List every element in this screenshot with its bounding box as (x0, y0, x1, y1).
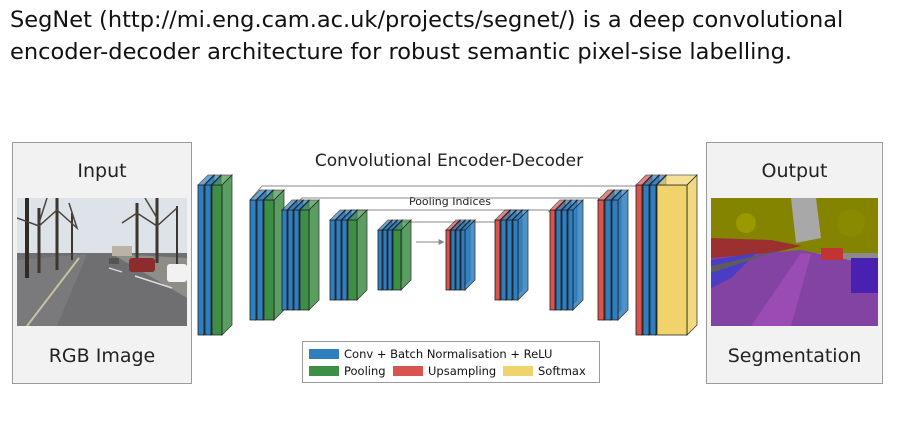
input-road-image (17, 198, 187, 326)
pooling-layer (392, 219, 412, 291)
softmax-layer (656, 174, 698, 336)
intro-paragraph: SegNet (http://mi.eng.cam.ac.uk/projects… (10, 7, 844, 65)
conv-layer (611, 189, 629, 321)
legend-swatch-pooling (309, 366, 339, 376)
pooling-layer (347, 209, 368, 301)
segmentation-image (711, 198, 878, 326)
pooling-layer (263, 189, 285, 321)
legend-swatch-conv (309, 349, 339, 359)
pooling-indices-label: Pooling Indices (409, 195, 491, 208)
legend-label-upsampling: Upsampling (428, 364, 497, 378)
input-caption: RGB Image (48, 345, 156, 367)
pooling-layer (211, 174, 233, 336)
legend: Conv + Batch Normalisation + ReLU Poolin… (302, 341, 600, 383)
encoder-decoder-diagram: Convolutional Encoder-Decoder Pooling In… (197, 151, 698, 336)
legend-label-softmax: Softmax (538, 364, 586, 378)
pooling-layer (299, 199, 320, 311)
input-panel: Input RGB Imag (12, 142, 192, 384)
output-panel: Output Segmentation (706, 142, 883, 384)
legend-label-pooling: Pooling (344, 364, 386, 378)
output-title: Output (761, 160, 828, 182)
conv-layer (512, 209, 529, 301)
legend-label-conv: Conv + Batch Normalisation + ReLU (344, 347, 553, 361)
legend-item-pooling: Pooling (309, 364, 386, 378)
legend-item-softmax: Softmax (503, 364, 586, 378)
output-caption: Segmentation (727, 345, 862, 367)
conv-layer (567, 199, 584, 311)
conv-layer (460, 219, 476, 291)
legend-swatch-softmax (503, 366, 533, 376)
legend-item-upsampling: Upsampling (393, 364, 496, 378)
layer-blocks (197, 174, 698, 336)
architecture-title: Convolutional Encoder-Decoder (315, 151, 583, 171)
legend-swatch-upsampling (393, 366, 423, 376)
legend-item-conv: Conv + Batch Normalisation + ReLU (309, 347, 552, 361)
input-title: Input (77, 160, 127, 182)
